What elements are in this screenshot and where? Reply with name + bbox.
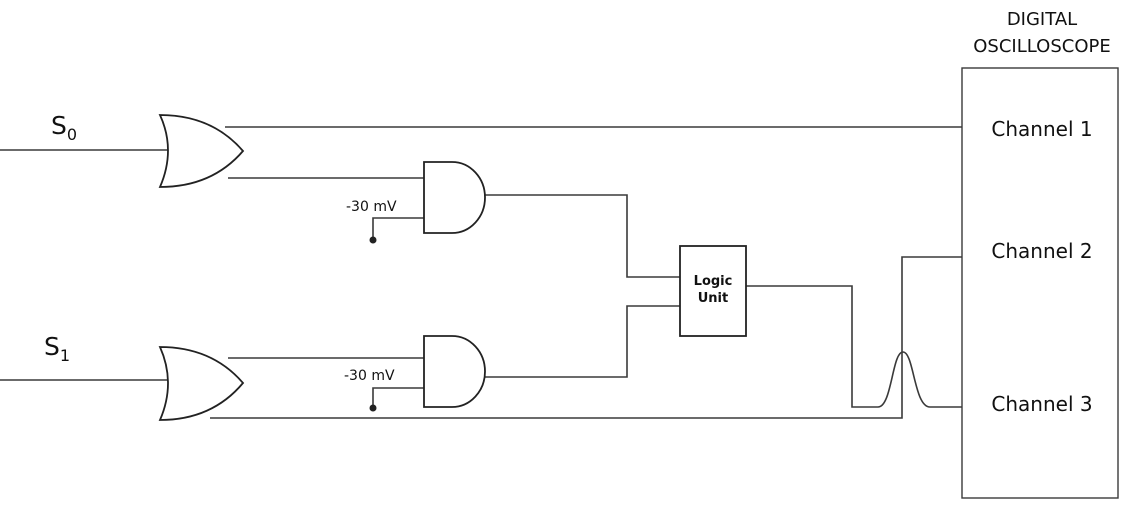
channel-3-label: Channel 3 [991,392,1092,416]
logic-unit-label-line2: Unit [698,291,728,306]
or-gate-s1 [158,346,245,421]
and-bottom-voltage-label: -30 mV [344,368,395,384]
ground-terminal-top [369,236,377,244]
and-gate-top [423,161,486,234]
channel-2-label: Channel 2 [991,239,1092,263]
s0-label: S0 [51,111,77,144]
logic-unit-label-line1: Logic [694,274,733,289]
oscilloscope-title-line2: OSCILLOSCOPE [973,36,1110,57]
and-top-voltage-label: -30 mV [346,199,397,215]
or-gate-s0 [158,114,245,188]
oscilloscope-title-line1: DIGITAL [1007,9,1077,30]
channel-2-wire [210,256,962,419]
ground-terminal-bottom [369,404,377,412]
oscilloscope-box [961,67,1119,499]
wires [0,126,962,419]
and-bottom-to-logic-wire [485,305,680,378]
channel-3-wire [746,285,962,408]
logic-unit-box [679,245,747,337]
and-top-ground-wire [372,217,424,240]
and-bottom-ground-wire [372,387,424,408]
channel-1-label: Channel 1 [991,117,1092,141]
s1-label: S1 [44,332,70,365]
and-top-to-logic-wire [485,194,680,278]
and-gate-bottom [423,335,486,408]
